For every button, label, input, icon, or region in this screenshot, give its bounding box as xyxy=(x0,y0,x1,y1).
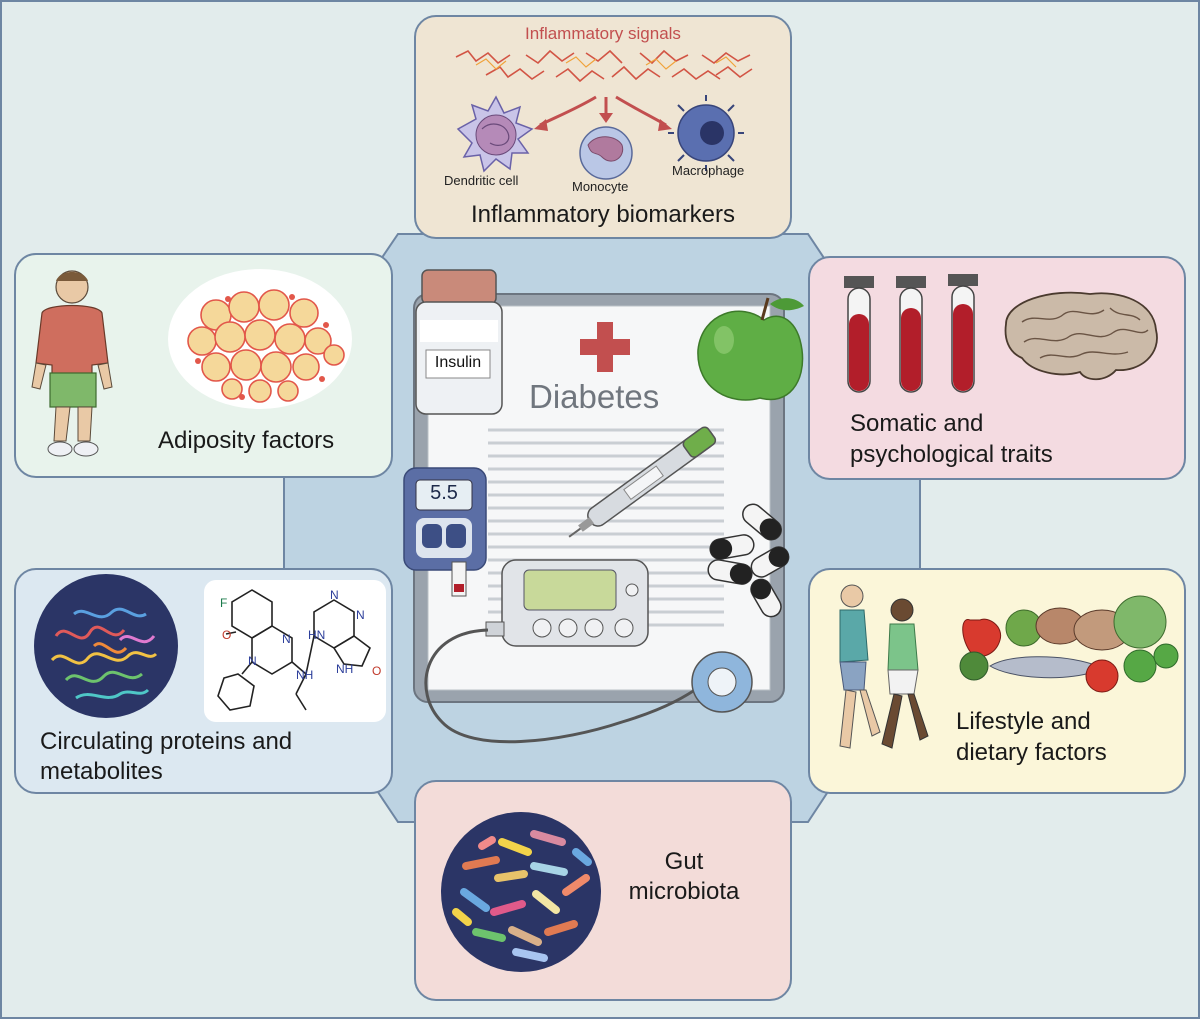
monocyte-label: Monocyte xyxy=(572,179,629,194)
atom-label: N xyxy=(282,632,291,646)
adiposity-factors-panel: Adiposity factors xyxy=(14,253,393,478)
atom-label: O xyxy=(222,628,232,642)
circulating-title-line1: Circulating proteins and xyxy=(40,728,293,755)
atom-label: N xyxy=(356,608,365,622)
insulin-label: Insulin xyxy=(434,354,482,371)
bacteria-icon xyxy=(441,812,601,972)
inflammation-illustration xyxy=(455,49,753,180)
inflammatory-biomarkers-title: Inflammatory biomarkers xyxy=(470,201,736,228)
healthy-food-icon xyxy=(959,595,1179,693)
circulating-proteins-panel: F O N N NH N HN N NH O Circulating prote… xyxy=(14,568,393,794)
somatic-title-line2: psychological traits xyxy=(850,441,1053,468)
circulating-title-line2: metabolites xyxy=(40,758,163,785)
inflammatory-biomarkers-panel: Inflammatory signals xyxy=(414,15,792,239)
gut-title-line1: Gut xyxy=(664,848,704,875)
molecule-structure-icon xyxy=(204,580,386,722)
atom-label: O xyxy=(372,664,382,678)
circulating-illustration xyxy=(34,574,386,722)
atom-label: NH xyxy=(296,668,314,682)
person-icon xyxy=(31,270,113,457)
brain-icon xyxy=(1004,291,1158,381)
arrows-icon xyxy=(539,95,667,127)
atom-label: N xyxy=(330,588,339,602)
insulin-pen-icon xyxy=(568,426,717,538)
lifestyle-title-line1: Lifestyle and xyxy=(956,708,1091,735)
runners-icon xyxy=(839,584,929,749)
blood-tubes-icon xyxy=(844,274,978,393)
lifestyle-illustration xyxy=(839,584,1179,749)
adiposity-factors-title: Adiposity factors xyxy=(158,427,335,454)
dendritic-cell-label: Dendritic cell xyxy=(444,173,519,188)
lifestyle-title-line2: dietary factors xyxy=(956,739,1107,766)
macrophage-label: Macrophage xyxy=(672,163,745,178)
insulin-bottle-icon xyxy=(415,269,503,415)
atom-label: N xyxy=(248,654,257,668)
monocyte-icon xyxy=(579,126,633,180)
lifestyle-dietary-panel: Lifestyle and dietary factors xyxy=(808,568,1186,794)
somatic-title-line1: Somatic and xyxy=(850,410,984,437)
atom-label: NH xyxy=(336,662,354,676)
diabetes-title: Diabetes xyxy=(529,378,660,415)
insulin-pump-icon xyxy=(424,559,753,744)
pills-icon xyxy=(707,503,790,618)
inflammatory-signals-label: Inflammatory signals xyxy=(525,24,681,43)
atom-label: HN xyxy=(308,628,326,642)
glucose-meter-icon xyxy=(403,467,487,597)
atom-label: F xyxy=(220,596,228,610)
protein-structure-icon xyxy=(34,574,178,718)
adiposity-illustration xyxy=(31,269,352,457)
gut-microbiota-illustration xyxy=(441,812,601,972)
dendritic-cell-icon xyxy=(456,95,534,173)
apple-icon xyxy=(697,297,804,401)
somatic-illustration xyxy=(844,274,1158,393)
glucose-reading: 5.5 xyxy=(430,482,458,504)
gut-microbiota-panel: Gut microbiota xyxy=(414,780,792,1001)
gut-title-line2: microbiota xyxy=(628,878,740,905)
macrophage-icon xyxy=(668,95,744,171)
adipose-tissue-icon xyxy=(168,269,352,409)
somatic-psychological-panel: Somatic and psychological traits xyxy=(808,256,1186,480)
